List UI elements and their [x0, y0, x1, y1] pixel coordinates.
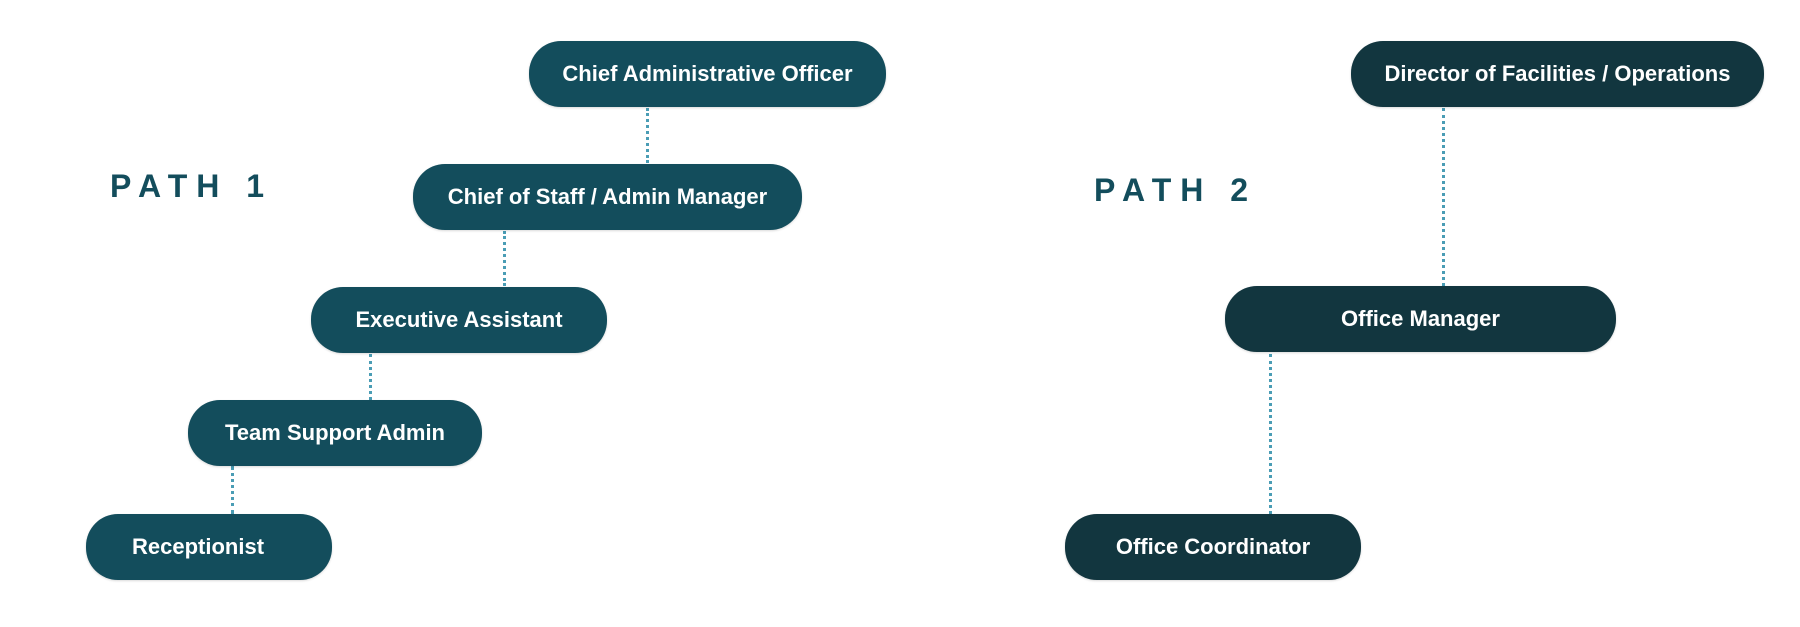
connector-tsa-to-receptionist: [231, 466, 234, 514]
connector-ea-to-tsa: [369, 354, 372, 400]
connector-office-manager-to-coordinator: [1269, 354, 1272, 514]
connector-director-to-office-manager: [1442, 108, 1445, 286]
path-1-label: PATH 1: [110, 168, 274, 204]
node-label: Receptionist: [132, 534, 265, 559]
node-receptionist: Receptionist: [86, 514, 332, 580]
node-executive-assistant: Executive Assistant: [311, 287, 607, 353]
connector-cao-to-cos: [646, 108, 649, 163]
node-team-support-admin: Team Support Admin: [188, 400, 482, 466]
node-office-coordinator: Office Coordinator: [1065, 514, 1361, 580]
node-label: Office Coordinator: [1115, 534, 1311, 559]
node-label: Director of Facilities / Operations: [1384, 61, 1731, 86]
node-label: Office Manager: [1341, 306, 1500, 331]
node-chief-of-staff: Chief of Staff / Admin Manager: [413, 164, 802, 230]
node-chief-administrative-officer: Chief Administrative Officer: [529, 41, 886, 107]
node-label: Chief Administrative Officer: [562, 61, 853, 86]
node-label: Executive Assistant: [355, 307, 563, 332]
connector-cos-to-ea: [503, 231, 506, 286]
node-director-of-facilities: Director of Facilities / Operations: [1351, 41, 1764, 107]
node-office-manager: Office Manager: [1225, 286, 1616, 352]
node-label: Chief of Staff / Admin Manager: [447, 184, 768, 209]
node-label: Team Support Admin: [225, 420, 445, 445]
path-2-label: PATH 2: [1094, 172, 1258, 208]
